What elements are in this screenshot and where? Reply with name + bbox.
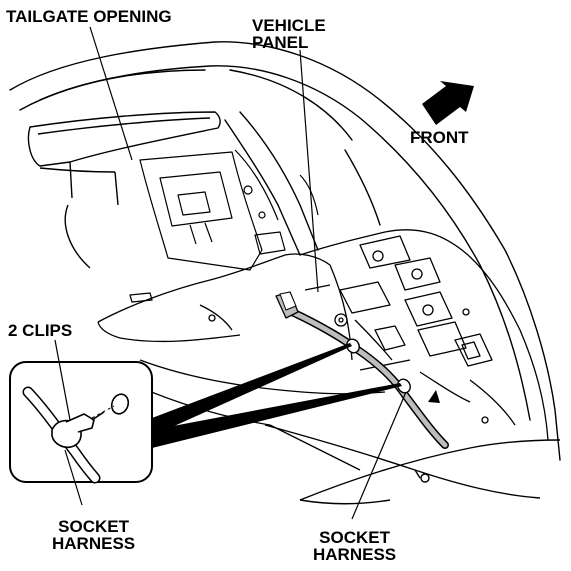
clips-label: 2 CLIPS [8,321,73,340]
tailgate-opening-label: TAILGATE OPENING [6,7,172,26]
leader-lines [54,26,407,520]
front-arrow-icon [422,81,474,125]
front-label: FRONT [410,128,469,147]
vehicle-panel-leader [299,49,319,293]
tailgate-opening-shape [27,111,221,269]
harness-clip-1 [346,338,360,354]
harness-clip-2 [397,378,411,394]
clip-detail-inset [9,361,153,484]
vehicle-panel-label-line2: PANEL [252,33,309,52]
vehicle-panel-label-line1: VEHICLE [252,16,326,35]
socket-harness-left-label-line1: SOCKET [58,517,129,536]
socket-harness-right-label-line1: SOCKET [319,528,390,547]
vehicle-body [9,41,561,461]
socket-harness-left-label: SOCKET HARNESS [52,518,135,552]
vehicle-panel-label: VEHICLE PANEL [252,17,326,51]
floor-sill [264,424,561,505]
socket-harness-left-leader [64,449,83,506]
tailgate-opening-leader [89,26,133,161]
clips-leader [54,339,71,421]
socket-harness-right-label: SOCKET HARNESS [313,529,396,563]
socket-harness-left-label-line2: HARNESS [52,534,136,553]
side-trim-panel [299,229,549,441]
cargo-wall-panels [139,149,319,271]
socket-harness-right-label-line2: HARNESS [313,545,397,564]
socket-harness [275,291,449,449]
socket-harness-right-leader [351,391,407,520]
harness-connector [275,291,299,319]
inset-connector-lines [152,343,402,448]
harness-direction-arrow-icon [428,390,440,403]
